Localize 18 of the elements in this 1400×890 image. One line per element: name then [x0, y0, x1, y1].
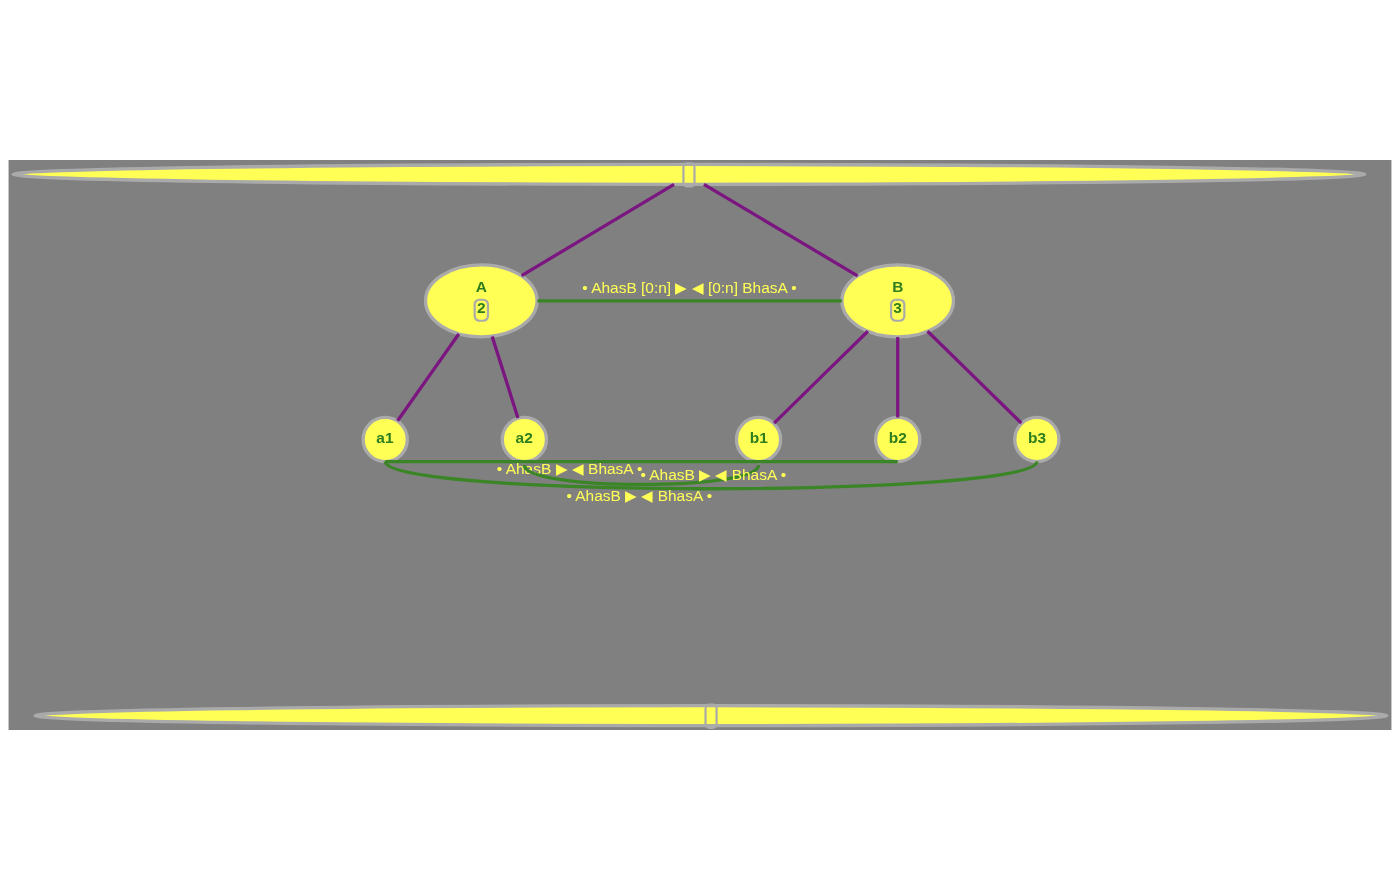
connector [396, 333, 461, 422]
connector [385, 459, 898, 464]
edge-label: • AhasB [0:n] ▶ ◀ [0:n] BhasA • [582, 279, 797, 297]
connector [772, 330, 869, 425]
connector [520, 182, 675, 278]
connector [703, 182, 859, 278]
connector [523, 463, 760, 487]
connector [926, 330, 1023, 425]
node-circle: b2 [873, 415, 922, 464]
node-ellipse: B 3 [840, 263, 956, 339]
node-ellipse: A 2 [423, 263, 539, 339]
edge-label: • AhasB ▶ ◀ BhasA • [566, 487, 713, 505]
connector [537, 299, 842, 303]
connector [896, 337, 900, 418]
node-circle: a1 [361, 415, 409, 464]
connector [490, 335, 520, 419]
node-circle: b3 [1013, 415, 1061, 464]
connector [384, 460, 1038, 491]
